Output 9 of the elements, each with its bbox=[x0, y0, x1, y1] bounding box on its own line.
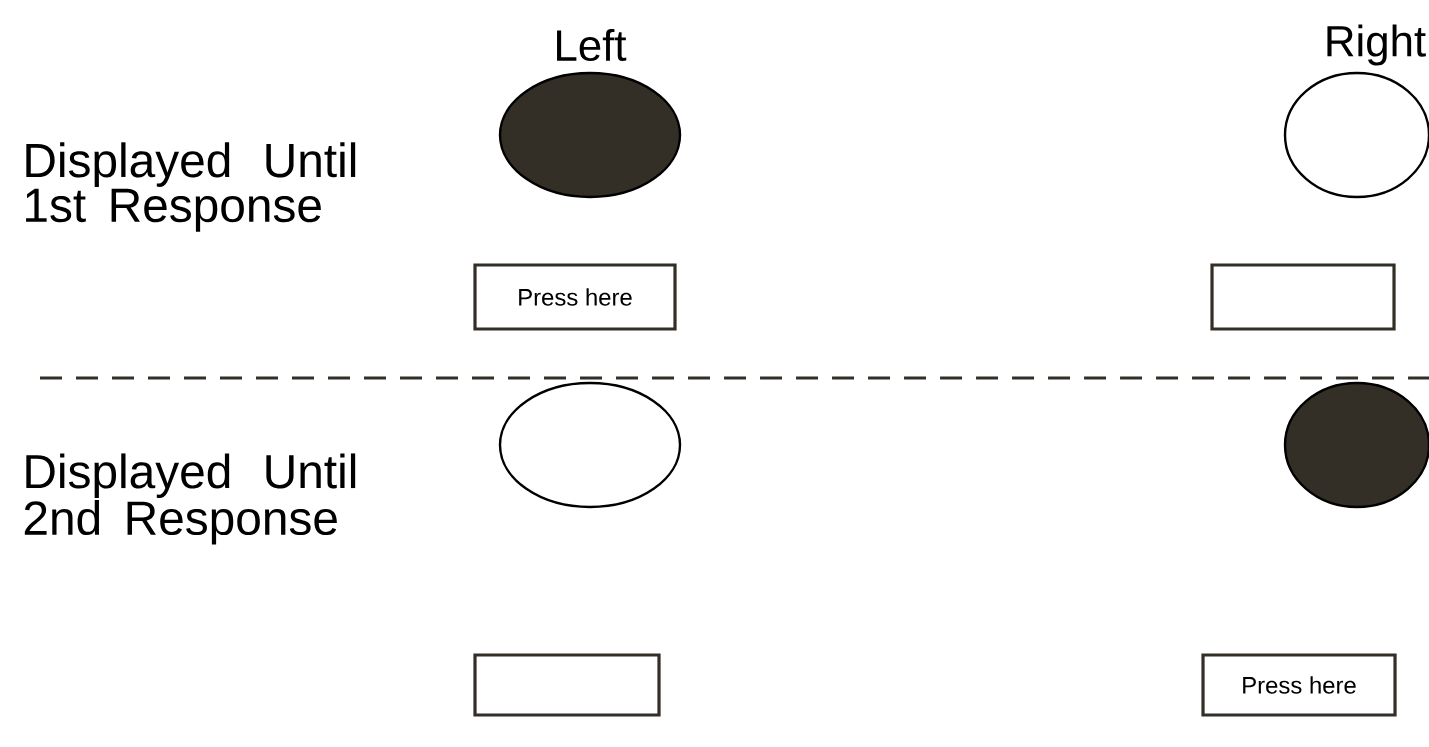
stimulus-ellipse bbox=[498, 71, 682, 199]
row-heading: Displayed Until 2nd Response bbox=[24, 453, 356, 545]
button-box bbox=[1210, 263, 1396, 331]
row-heading: Displayed Until 1st Response bbox=[26, 142, 356, 232]
button-box bbox=[473, 653, 661, 717]
button-box: Press here bbox=[1201, 653, 1397, 717]
stimulus-ellipse bbox=[498, 381, 682, 509]
button-box: Press here bbox=[473, 263, 677, 331]
stimulus-ellipse bbox=[1283, 381, 1429, 509]
